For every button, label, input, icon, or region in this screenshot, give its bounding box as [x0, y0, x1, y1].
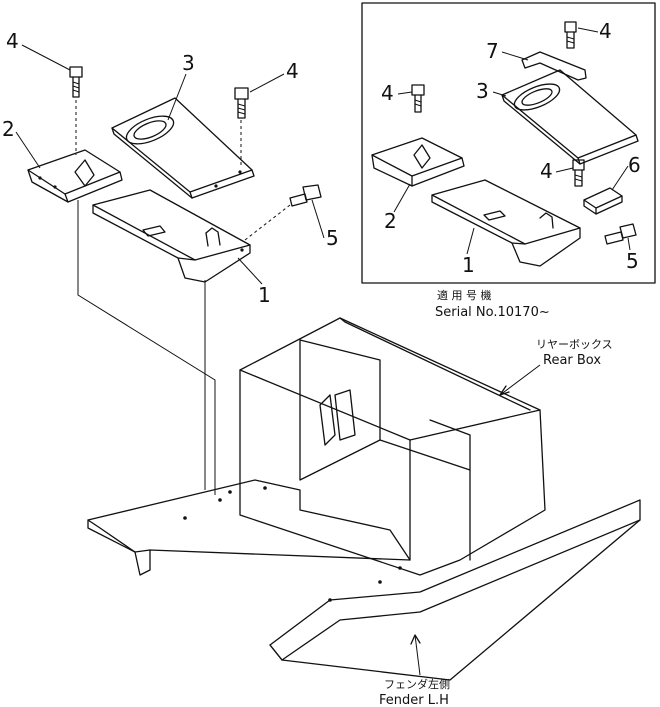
rear-box-label-en: Rear Box [543, 353, 601, 368]
inset-part-3 [501, 69, 639, 165]
callouts-left: 4 3 4 2 5 1 [2, 29, 339, 307]
inset-part-1 [431, 179, 581, 267]
part-3-cover [111, 97, 255, 199]
callout-4-middle: 4 [286, 59, 299, 83]
inset-label-jp: 適 用 号 機 [437, 288, 492, 302]
callout-3-inset: 3 [476, 79, 489, 103]
part-1-plate [92, 189, 251, 283]
callout-6-inset: 6 [628, 153, 641, 177]
inset-label-en: Serial No.10170~ [435, 305, 550, 320]
fender-assembly [87, 479, 641, 681]
part-4-bolt-middle [234, 87, 249, 168]
inset-part-4-bolt-left [411, 84, 425, 113]
callout-7-inset: 7 [486, 39, 499, 63]
callout-2-inset: 2 [384, 209, 397, 233]
inset-part-5-bolt [604, 223, 637, 245]
rear-box-leader [499, 364, 541, 396]
inset-part-6 [583, 187, 623, 215]
rear-box-label-jp: リヤーボックス [536, 338, 613, 351]
fender-leader [414, 634, 421, 676]
callout-1-inset: 1 [462, 253, 475, 277]
inset-part-4-bolt-top [564, 21, 577, 49]
part-4-bolt-left [69, 66, 83, 155]
rear-box [183, 317, 546, 602]
inset-part-2 [371, 137, 465, 187]
callout-4-inset-top: 4 [599, 19, 612, 43]
callout-5-inset: 5 [626, 249, 639, 273]
callouts-inset: 4 7 4 3 6 4 2 5 1 [381, 19, 641, 277]
callout-4-inset-left: 4 [381, 81, 394, 105]
callout-4-inset-right: 4 [540, 159, 553, 183]
fender-label-jp: フェンダ左側 [384, 677, 450, 691]
inset-part-4-bolt-right [572, 159, 585, 187]
fender-label-en: Fender L.H [379, 693, 449, 707]
callout-3-left: 3 [182, 51, 195, 75]
part-5-bolt-left [244, 184, 322, 241]
callout-1-left: 1 [258, 283, 271, 307]
callout-4-left: 4 [6, 29, 19, 53]
assembly-leader-lines [77, 200, 216, 495]
callout-2-left: 2 [2, 117, 15, 141]
part-2-bracket [27, 149, 123, 203]
inset-frame [361, 2, 656, 284]
inset-part-7 [521, 51, 587, 81]
callout-5-left: 5 [326, 226, 339, 250]
